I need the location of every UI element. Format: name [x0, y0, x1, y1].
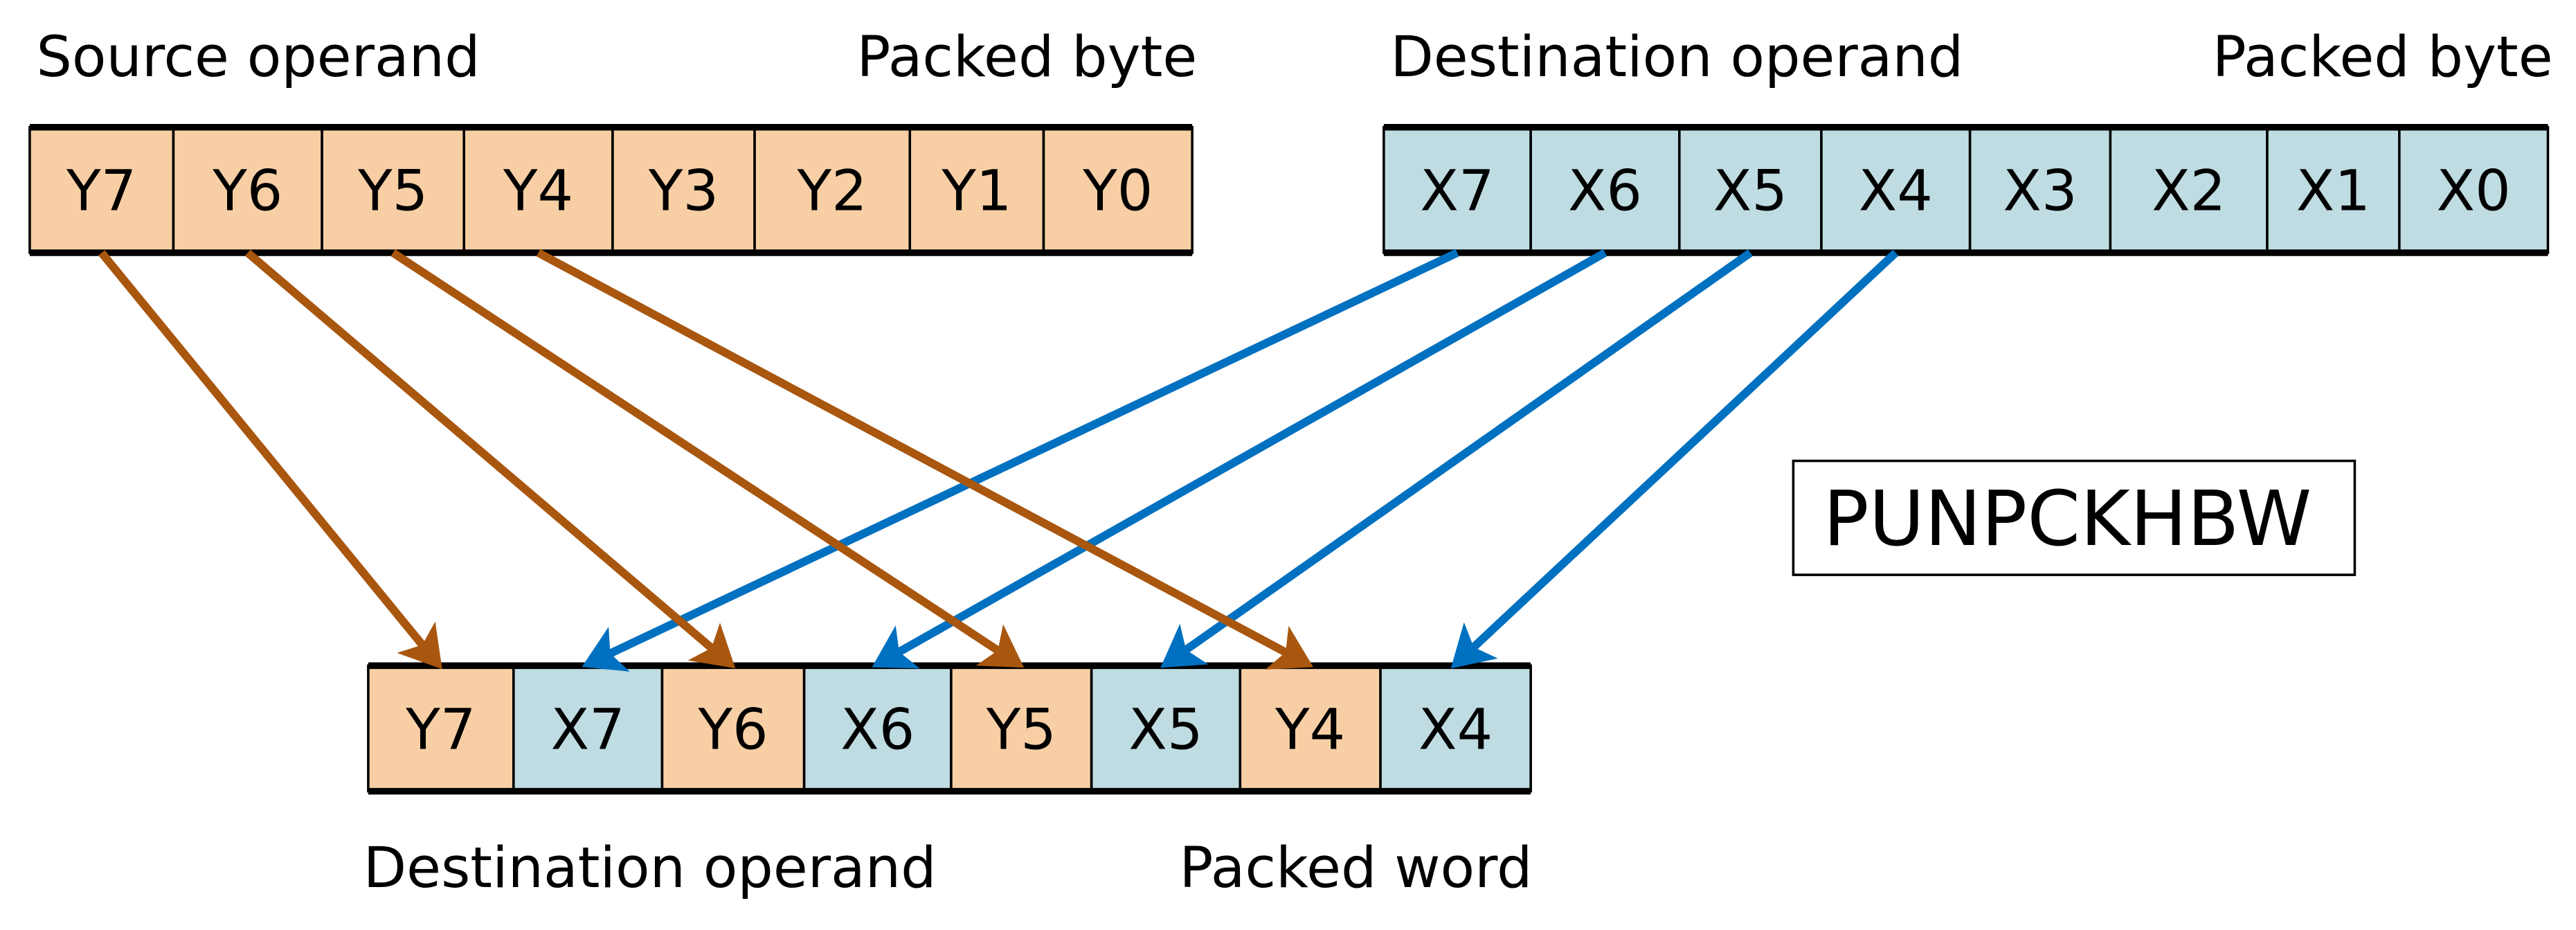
destination-cell: X1 — [2266, 125, 2401, 254]
destination-cell: X4 — [1820, 125, 1972, 254]
result-register: Y7 X7 Y6 X6 Y5 X5 Y4 X4 — [367, 662, 1532, 795]
destination-cell: X6 — [1529, 125, 1681, 254]
source-cell-label: Y6 — [212, 159, 282, 224]
source-cell: Y6 — [172, 125, 323, 254]
source-cell-box — [753, 125, 912, 254]
result-cell-label: X5 — [1128, 697, 1203, 762]
source-operand-label: Source operand — [36, 25, 480, 90]
source-cell-box — [28, 125, 175, 254]
source-cell: Y0 — [1042, 125, 1194, 254]
destination-cell-label: X3 — [2003, 159, 2077, 224]
destination-cell: X0 — [2397, 125, 2550, 254]
destination-cell-label: X2 — [2152, 159, 2226, 224]
source-cell-box — [1042, 125, 1194, 254]
result-cell-label: X4 — [1418, 697, 1493, 762]
result-cell: X6 — [802, 664, 953, 793]
arrow-x7 — [582, 249, 1459, 672]
result-cell-label: Y7 — [405, 697, 476, 762]
source-type-label: Packed byte — [856, 25, 1197, 90]
destination-cell-box — [2266, 125, 2401, 254]
destination-cell-label: X6 — [1568, 159, 1642, 224]
arrow-x4 — [1450, 249, 1899, 669]
source-cell: Y2 — [753, 125, 912, 254]
destination-operand-label: Destination operand — [1390, 25, 1963, 90]
result-cell-box — [1090, 664, 1242, 793]
source-cell-label: Y7 — [66, 159, 136, 224]
destination-cell: X3 — [1968, 125, 2112, 254]
arrow-y5 — [390, 249, 1025, 668]
result-type-label: Packed word — [1180, 836, 1533, 901]
result-cell-box — [1379, 664, 1532, 793]
destination-cell-box — [2109, 125, 2269, 254]
destination-cell: X7 — [1382, 125, 1532, 254]
source-cell-label: Y0 — [1082, 159, 1153, 224]
result-cell-box — [802, 664, 953, 793]
result-operand-label: Destination operand — [363, 836, 937, 901]
destination-cell-label: X5 — [1713, 159, 1787, 224]
source-cell: Y7 — [28, 125, 175, 254]
arrow-x5 — [1160, 249, 1753, 668]
source-register: Y7 Y6 Y5 Y4 Y3 Y2 Y1 Y0 — [28, 123, 1194, 256]
result-cell: Y4 — [1239, 664, 1382, 793]
destination-cell-label: X1 — [2296, 159, 2370, 224]
arrow-y4 — [536, 249, 1314, 670]
destination-cell-label: X0 — [2437, 159, 2511, 224]
instruction-box: PUNPCKHBW — [1792, 459, 2357, 576]
result-cell-label: Y4 — [1275, 697, 1345, 762]
result-cell-label: Y5 — [986, 697, 1056, 762]
destination-cell-box — [2397, 125, 2550, 254]
result-cell-label: X7 — [551, 697, 625, 762]
destination-cell-label: X4 — [1859, 159, 1933, 224]
result-cell-label: Y6 — [697, 697, 768, 762]
source-cell-label: Y4 — [503, 159, 573, 224]
arrow-y6 — [244, 249, 736, 669]
arrows — [98, 249, 1899, 672]
destination-cell-box — [1820, 125, 1972, 254]
destination-cell-label: X7 — [1420, 159, 1494, 224]
source-cell-label: Y1 — [941, 159, 1011, 224]
result-cell: Y5 — [950, 664, 1093, 793]
source-cell-label: Y5 — [357, 159, 428, 224]
result-cell: Y7 — [367, 664, 515, 793]
result-cell-box — [512, 664, 664, 793]
result-cell: X4 — [1379, 664, 1532, 793]
destination-cell-box — [1678, 125, 1823, 254]
destination-cell: X5 — [1678, 125, 1823, 254]
arrow-x6 — [872, 249, 1607, 669]
source-cell-label: Y3 — [648, 159, 719, 224]
result-cell-box — [660, 664, 806, 793]
source-cell: Y1 — [908, 125, 1045, 254]
source-cell: Y5 — [321, 125, 466, 254]
arrow-y7 — [98, 250, 442, 670]
destination-cell: X2 — [2109, 125, 2269, 254]
source-cell-box — [172, 125, 323, 254]
result-cell: Y6 — [660, 664, 806, 793]
source-cell-label: Y2 — [797, 159, 867, 224]
result-cell: X5 — [1090, 664, 1242, 793]
result-cell-label: X6 — [840, 697, 915, 762]
destination-type-label: Packed byte — [2213, 25, 2553, 90]
destination-register: X7 X6 X5 X4 X3 X2 X1 X0 — [1382, 123, 2550, 256]
instruction-mnemonic: PUNPCKHBW — [1823, 474, 2312, 563]
source-cell: Y3 — [611, 125, 756, 254]
result-cell: X7 — [512, 664, 664, 793]
source-cell: Y4 — [462, 125, 614, 254]
